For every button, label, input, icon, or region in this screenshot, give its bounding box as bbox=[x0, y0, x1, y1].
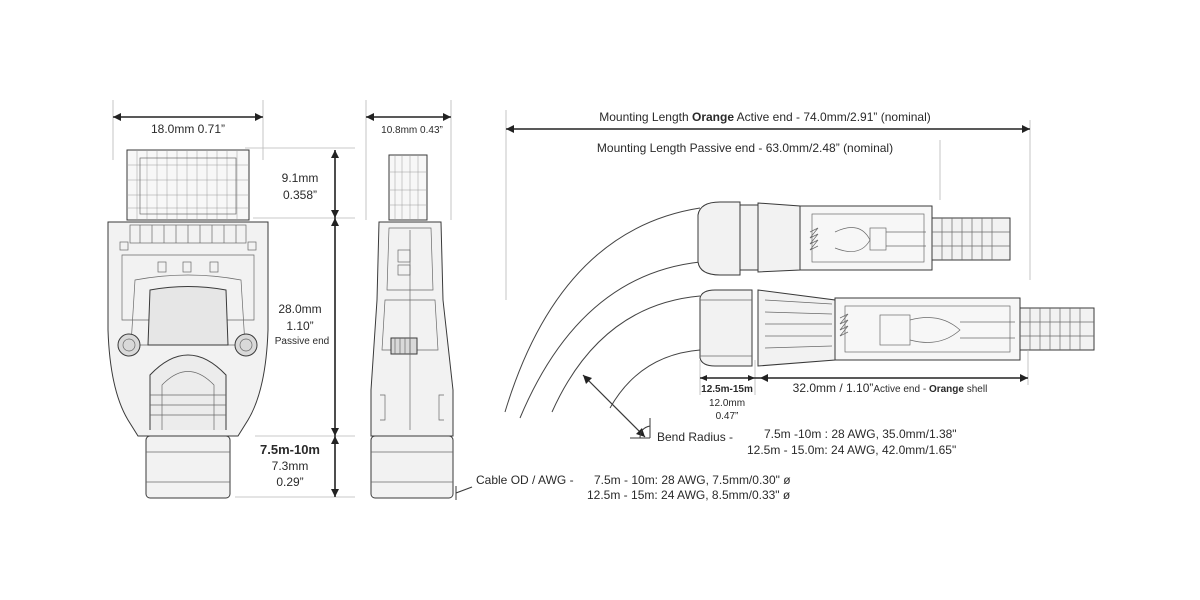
body-height-mm: 28.0mm bbox=[278, 302, 321, 316]
cable-od-label: Cable OD / AWG - bbox=[476, 473, 574, 487]
boot-detail-range: 12.5m-15m bbox=[701, 384, 753, 395]
active-end-connector bbox=[699, 289, 1095, 367]
mounting-active-prefix: Mounting Length bbox=[599, 110, 692, 124]
cable-od-line1: 7.5m - 10m: 28 AWG, 7.5mm/0.30" ø bbox=[594, 473, 791, 487]
cable-od-annotation: Cable OD / AWG - 7.5m - 10m: 28 AWG, 7.5… bbox=[455, 473, 791, 502]
mounting-active-orange: Orange bbox=[692, 110, 734, 124]
side-width-label: 10.8mm 0.43” bbox=[381, 125, 443, 136]
shell-active-prefix: Active end - bbox=[873, 384, 929, 395]
mounting-active-label: Mounting Length Orange Active end - 74.0… bbox=[599, 110, 931, 124]
bend-radius-line1: 7.5m -10m : 28 AWG, 35.0mm/1.38" bbox=[764, 427, 957, 441]
side-width-dimension: 10.8mm 0.43” bbox=[366, 113, 451, 136]
mounting-passive-label: Mounting Length Passive end - 63.0mm/2.4… bbox=[597, 141, 893, 155]
front-view-connector bbox=[107, 100, 355, 499]
bend-radius-annotation: Bend Radius - 7.5m -10m : 28 AWG, 35.0mm… bbox=[582, 374, 957, 457]
shell-length-label: 32.0mm / 1.10”Active end - Orange shell bbox=[793, 381, 988, 395]
cable-od-line2: 12.5m - 15m: 24 AWG, 8.5mm/0.33" ø bbox=[587, 488, 791, 502]
body-height-in: 1.10” bbox=[286, 319, 313, 333]
front-height-dimension: 9.1mm 0.358” 28.0mm 1.10” Passive end 7.… bbox=[260, 150, 339, 497]
bend-radius-line2: 12.5m - 15.0m: 24 AWG, 42.0mm/1.65" bbox=[747, 443, 956, 457]
bend-radius-label: Bend Radius - bbox=[657, 430, 733, 444]
shell-active-suffix: shell bbox=[964, 384, 987, 395]
shell-length: 32.0mm / 1.10” bbox=[793, 381, 874, 395]
boot-range-label: 7.5m-10m bbox=[260, 442, 320, 457]
body-height-note: Passive end bbox=[275, 336, 329, 347]
boot-height-mm: 7.3mm bbox=[272, 459, 309, 473]
shell-orange: Orange bbox=[929, 384, 964, 395]
mounting-active-suffix: Active end - 74.0mm/2.91” (nominal) bbox=[734, 110, 931, 124]
boot-detail-in: 0.47” bbox=[716, 411, 739, 422]
side-view-connector bbox=[365, 100, 454, 499]
top-height-mm: 9.1mm bbox=[282, 171, 319, 185]
boot-detail-mm: 12.0mm bbox=[709, 398, 745, 409]
bent-cables bbox=[504, 207, 701, 419]
top-height-in: 0.358” bbox=[283, 188, 317, 202]
passive-end-connector bbox=[697, 201, 1011, 276]
boot-height-in: 0.29” bbox=[276, 475, 303, 489]
front-width-label: 18.0mm 0.71” bbox=[151, 122, 225, 136]
boot-and-shell-dimensions: 12.5m-15m 12.0mm 0.47” 32.0mm / 1.10”Act… bbox=[699, 350, 1029, 422]
front-width-dimension: 18.0mm 0.71” bbox=[113, 113, 263, 136]
mounting-length-dimensions: Mounting Length Orange Active end - 74.0… bbox=[505, 110, 1031, 300]
